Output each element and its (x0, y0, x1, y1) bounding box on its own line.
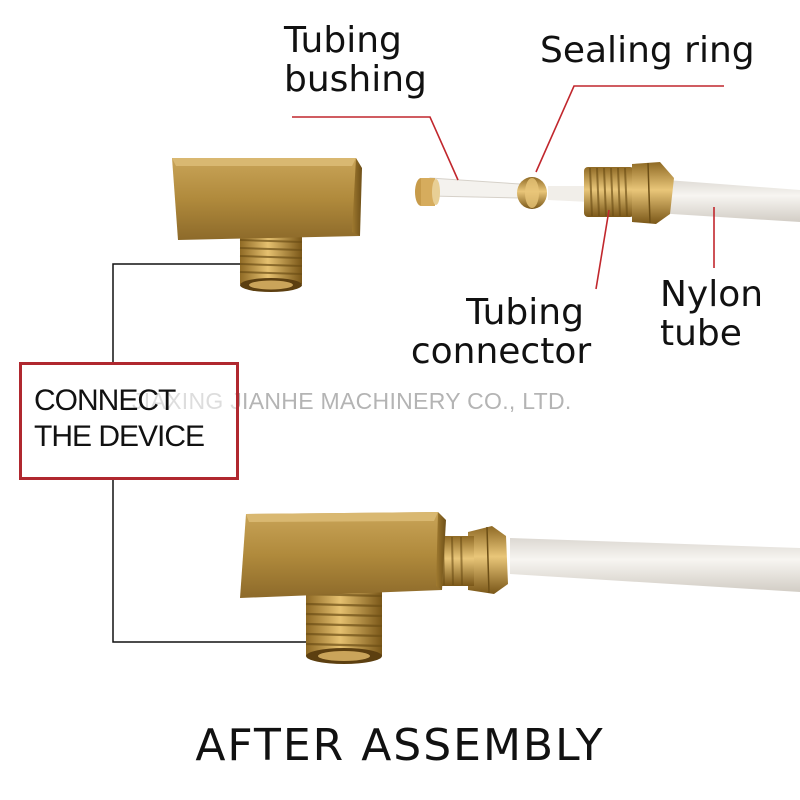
label-tubing-bushing: Tubing bushing (284, 20, 427, 100)
sealing-ring (517, 177, 547, 209)
connect-device-text: CONNECT THE DEVICE (34, 384, 205, 453)
nylon-tube-top (640, 178, 800, 222)
leader-lines (292, 85, 724, 290)
tubing-connector (548, 162, 674, 224)
connection-line-top (112, 263, 240, 362)
footer-title: AFTER ASSEMBLY (195, 720, 605, 771)
top-tee-fitting (172, 158, 362, 292)
connection-line-bottom (112, 480, 306, 643)
tubing-bushing (415, 177, 521, 206)
label-tubing-connector: Tubing connector (410, 292, 592, 372)
bottom-tee-fitting (240, 512, 800, 664)
connect-device-box: CONNECT THE DEVICE (19, 362, 239, 480)
label-sealing-ring: Sealing ring (540, 30, 755, 71)
label-nylon-tube: Nylon tube (660, 274, 764, 354)
